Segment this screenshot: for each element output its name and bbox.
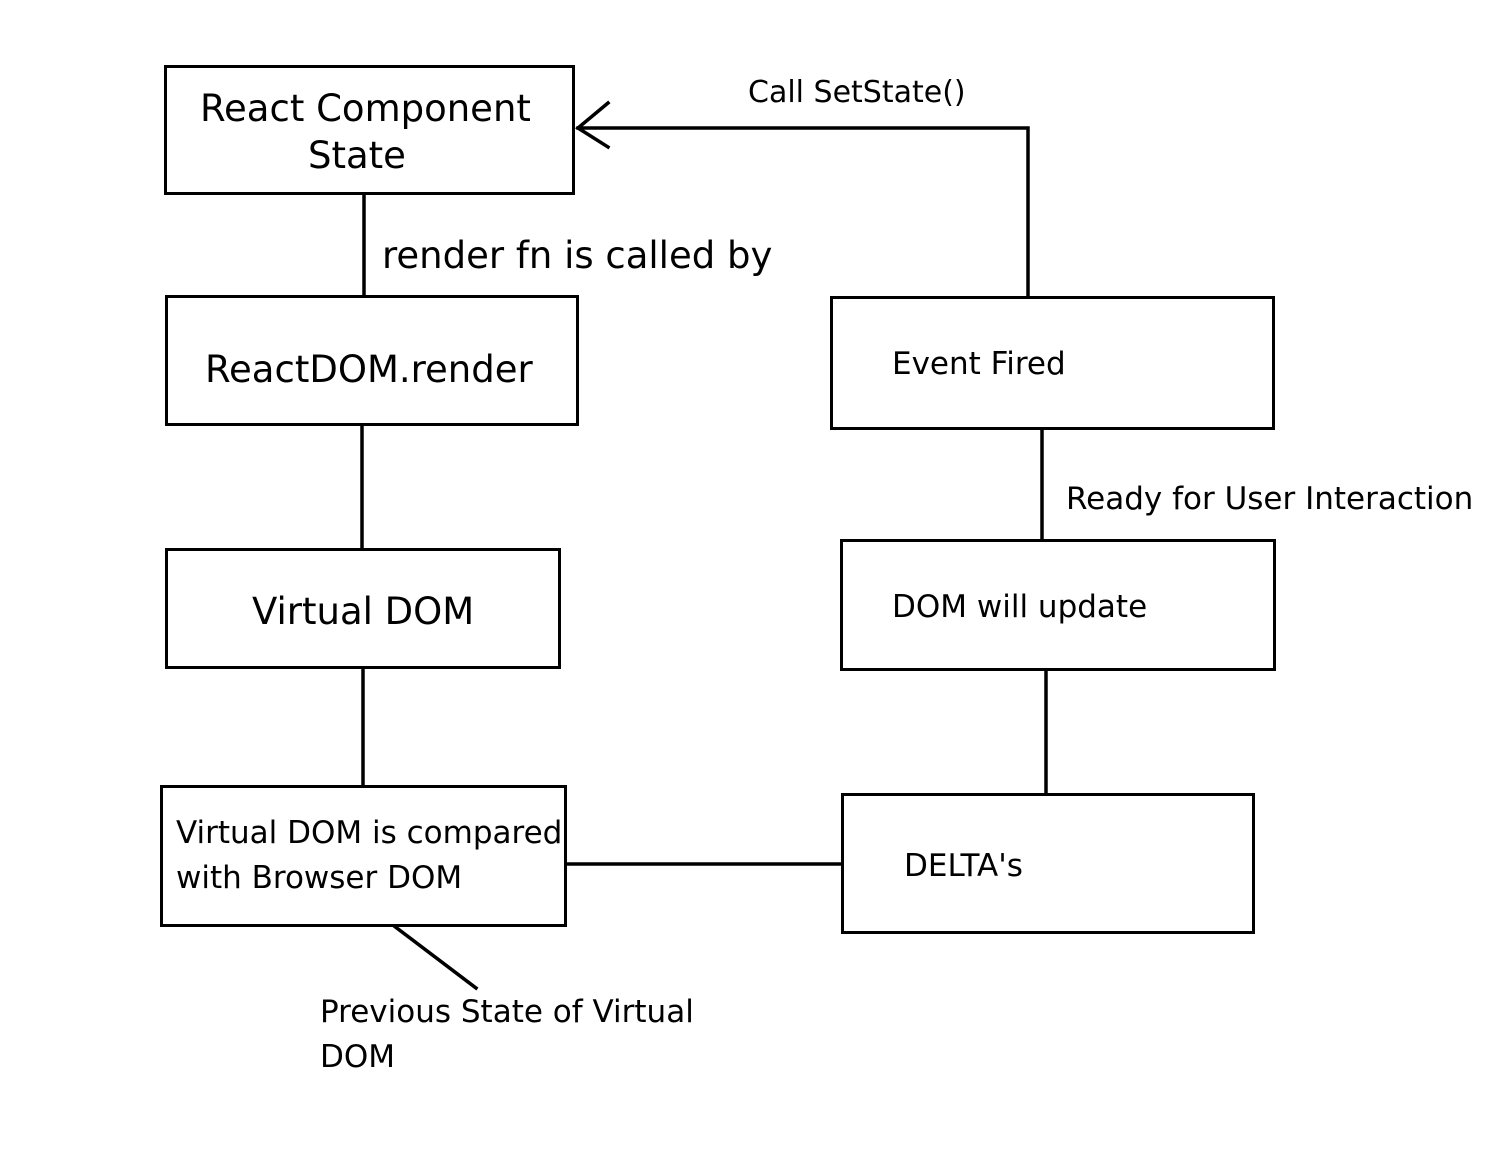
- dom-will-update-text: DOM will update: [892, 589, 1148, 625]
- dom-will-update-box: DOM will update: [840, 539, 1276, 671]
- render-called-by-label: render fn is called by: [382, 234, 773, 277]
- compare-line2-prefix: with: [176, 860, 252, 896]
- virtual-dom-compare-box: Virtual DOM is compared with Browser DOM: [160, 785, 567, 927]
- virtual-dom-box: Virtual DOM: [165, 548, 561, 669]
- event-fired-box: Event Fired: [830, 296, 1275, 430]
- react-component-state-line1: React Component: [200, 87, 531, 130]
- deltas-text: DELTA's: [904, 848, 1023, 884]
- compare-line2: with Browser DOM: [176, 859, 462, 898]
- arrowhead-icon: [575, 100, 611, 150]
- connector-event-to-state-arrow: [576, 126, 1030, 299]
- ready-for-interaction-label: Ready for User Interaction: [1066, 481, 1474, 517]
- compare-line1: Virtual DOM is compared: [176, 815, 563, 851]
- reactdom-render-text: ReactDOM.render: [205, 348, 533, 391]
- browser-dom-term: Browser DOM: [251, 860, 463, 896]
- previous-state-callout-line1: Previous State of Virtual: [320, 994, 694, 1030]
- reactdom-render-box: ReactDOM.render: [165, 295, 579, 426]
- event-fired-text: Event Fired: [892, 346, 1066, 382]
- call-setstate-label: Call SetState(): [748, 75, 966, 110]
- react-component-state-line2: State: [308, 134, 406, 177]
- react-component-state-box: React Component State: [164, 65, 575, 195]
- virtual-dom-text: Virtual DOM: [252, 590, 475, 633]
- previous-state-callout-line2: DOM: [320, 1039, 396, 1075]
- deltas-box: DELTA's: [841, 793, 1255, 934]
